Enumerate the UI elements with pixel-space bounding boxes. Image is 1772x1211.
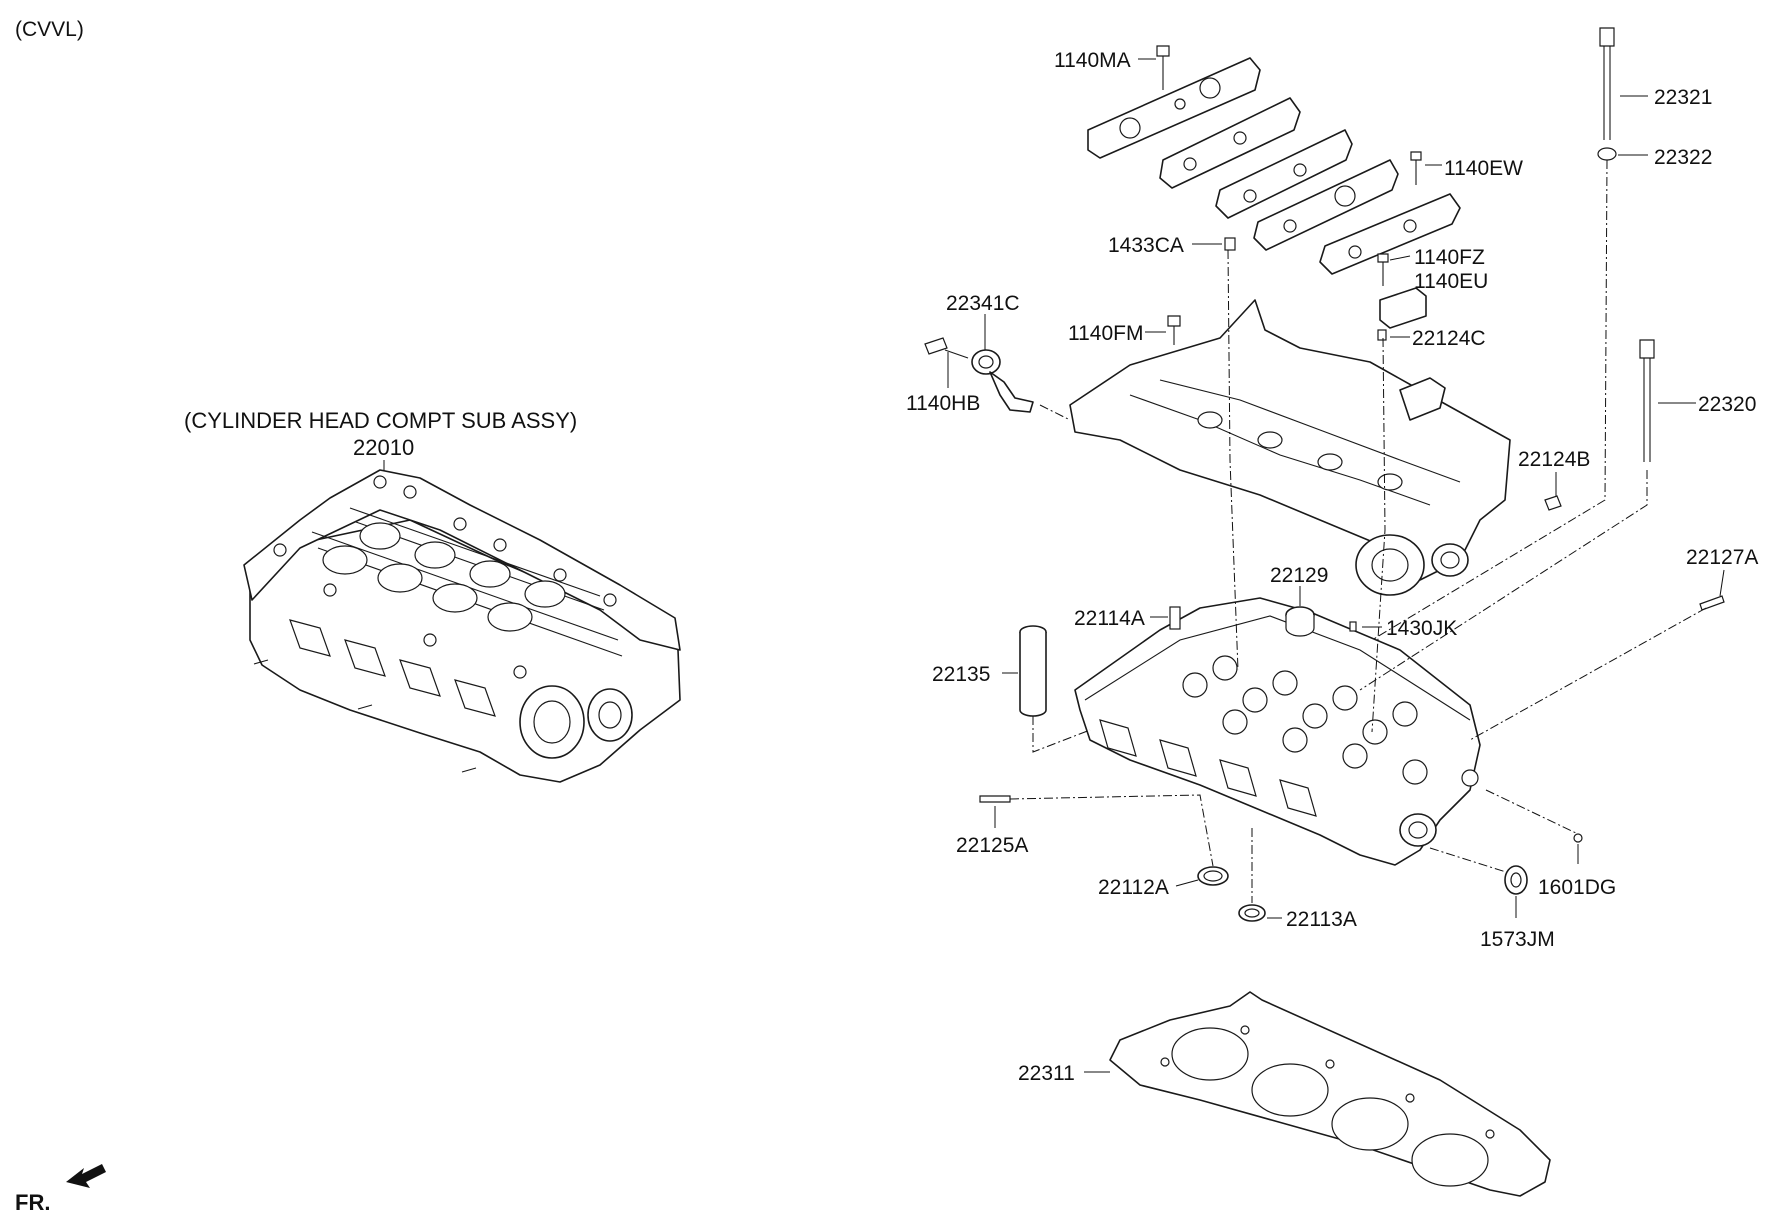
callout-22114A: 22114A: [1074, 607, 1145, 630]
front-direction-label: FR.: [15, 1190, 50, 1211]
ring-1573JM: [1504, 865, 1528, 895]
bolt-1140EW: [1410, 151, 1422, 185]
callout-1573JM: 1573JM: [1480, 928, 1555, 951]
assembly-centerlines: [1009, 159, 1707, 903]
callout-1601DG: 1601DG: [1538, 876, 1616, 899]
plug-22129: [1285, 606, 1315, 637]
head-gasket: [1109, 991, 1551, 1197]
bearing-cap-1: [1087, 57, 1261, 159]
callout-22127A: 22127A: [1686, 546, 1758, 569]
tube-22135: [1019, 625, 1047, 717]
bearing-cap-5: [1319, 193, 1461, 275]
callout-1140FM: 1140FM: [1068, 322, 1143, 345]
variant-label: (CVVL): [15, 18, 84, 41]
seal-22112A: [1197, 866, 1229, 886]
callout-22124C: 22124C: [1412, 327, 1486, 350]
callout-labels: 1140MA 22321 22322 1140EW 1433CA 1140FZ …: [906, 49, 1758, 1085]
bearing-cap-4: [1253, 159, 1399, 251]
callout-22321: 22321: [1654, 86, 1712, 109]
callout-1430JK: 1430JK: [1386, 617, 1457, 640]
cylinder-head-sub-assembly: [243, 469, 681, 783]
callout-1140MA: 1140MA: [1054, 49, 1131, 72]
callout-1140FZ: 1140FZ: [1414, 246, 1485, 269]
plug-1601DG: [1573, 833, 1583, 843]
callout-22322: 22322: [1654, 146, 1712, 169]
cam-carrier: [1069, 299, 1511, 596]
callout-leaders: [947, 58, 1725, 1073]
bearing-cap-3: [1215, 129, 1353, 219]
bolt-1140HB: [924, 337, 969, 359]
dowel-1430JK: [1349, 621, 1357, 632]
bolt-1140FZ: [1377, 253, 1389, 286]
bolt-22321: [1599, 27, 1615, 140]
assembly-part-number: 22010: [353, 435, 414, 460]
bracket-1140EU: [1379, 287, 1427, 329]
callout-1140HB: 1140HB: [906, 392, 980, 415]
callout-22112A: 22112A: [1098, 876, 1169, 899]
front-direction-arrow-icon: [66, 1164, 106, 1188]
callout-22320: 22320: [1698, 393, 1756, 416]
seal-22113A: [1238, 904, 1266, 922]
callout-22129: 22129: [1270, 564, 1328, 587]
callout-22113A: 22113A: [1286, 908, 1357, 931]
callout-1433CA: 1433CA: [1108, 234, 1184, 257]
stud-22127A: [1699, 595, 1725, 611]
callout-22341C: 22341C: [946, 292, 1020, 315]
callout-22124B: 22124B: [1518, 448, 1590, 471]
bolt-1140MA: [1156, 45, 1170, 90]
bearing-cap-2: [1159, 97, 1301, 189]
bolt-22320: [1639, 339, 1655, 462]
callout-1140EW: 1140EW: [1444, 157, 1523, 180]
dowel-22124B: [1544, 495, 1562, 511]
stud-22125A: [979, 795, 1011, 803]
callout-22125A: 22125A: [956, 834, 1028, 857]
washer-22322: [1597, 147, 1617, 161]
bolt-1140FM: [1167, 315, 1181, 345]
sleeve-22114A: [1169, 606, 1181, 630]
pipe-22341C: [971, 349, 1034, 413]
dowel-1433CA: [1224, 237, 1236, 251]
callout-1140EU: 1140EU: [1414, 270, 1488, 293]
callout-22135: 22135: [932, 663, 990, 686]
cylinder-head: [1074, 597, 1481, 866]
assembly-title: (CYLINDER HEAD COMPT SUB ASSY): [184, 408, 577, 433]
callout-22311: 22311: [1018, 1062, 1075, 1085]
dowel-22124C: [1377, 329, 1387, 341]
